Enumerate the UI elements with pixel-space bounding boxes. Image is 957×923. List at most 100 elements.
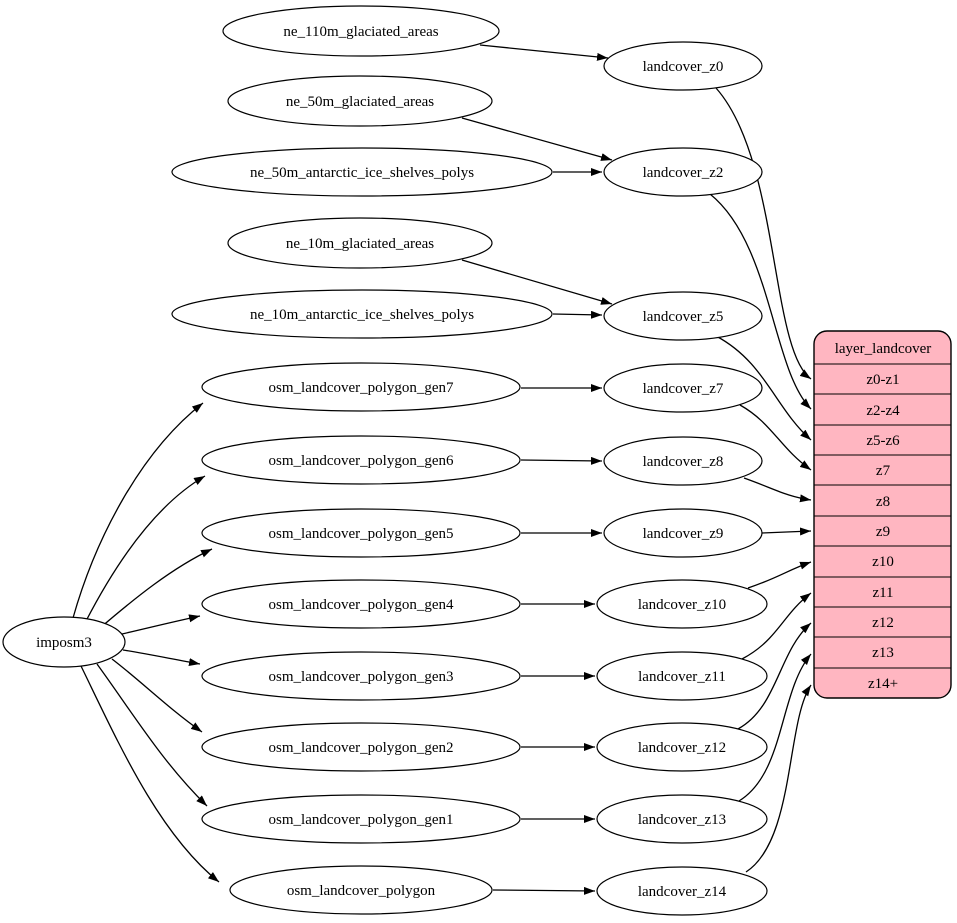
edge-landcover_z11-to-row-z11 [741, 592, 812, 660]
node-shape [201, 508, 521, 558]
node-shape [596, 579, 768, 629]
node-label: landcover_z12 [638, 740, 726, 756]
edge-landcover_z2-to-row-z2-z4 [709, 193, 812, 410]
node-landcover_z9: landcover_z9 [603, 508, 763, 558]
node-shape [171, 147, 553, 197]
edge-imposm3-to-osm_landcover_polygon_gen7 [72, 402, 204, 619]
node-landcover_z5: landcover_z5 [603, 291, 763, 341]
node-osm_landcover_polygon_gen3: osm_landcover_polygon_gen3 [201, 651, 521, 701]
node-label: osm_landcover_polygon_gen2 [269, 740, 454, 756]
node-shape [596, 651, 768, 701]
node-landcover_z2: landcover_z2 [603, 147, 763, 197]
node-landcover_z8: landcover_z8 [603, 436, 763, 486]
node-landcover_z14: landcover_z14 [596, 866, 768, 916]
node-shape [171, 289, 553, 339]
node-label: landcover_z11 [638, 669, 726, 685]
record-row-z10: z10 [872, 554, 894, 570]
node-osm_landcover_polygon_gen1: osm_landcover_polygon_gen1 [201, 794, 521, 844]
node-shape [201, 651, 521, 701]
node-shape [603, 41, 763, 91]
record-row-z2-z4: z2-z4 [866, 403, 900, 419]
node-shape [201, 435, 521, 485]
node-label: osm_landcover_polygon_gen1 [269, 812, 454, 828]
node-label: ne_10m_antarctic_ice_shelves_polys [250, 307, 474, 323]
node-imposm3: imposm3 [2, 616, 126, 668]
node-label: osm_landcover_polygon_gen7 [269, 380, 454, 396]
edge-landcover_z14-to-row-z14plus [745, 684, 812, 873]
node-shape [603, 291, 763, 341]
edge-imposm3-to-osm_landcover_polygon_gen6 [85, 475, 206, 622]
node-label: ne_10m_glaciated_areas [286, 236, 434, 252]
edge-imposm3-to-osm_landcover_polygon [80, 665, 220, 883]
edge-landcover_z0-to-row-z0-z1 [715, 87, 812, 380]
edge-landcover_z10-to-row-z10 [747, 561, 812, 589]
edge-landcover_z8-to-row-z8 [743, 477, 812, 503]
edge-imposm3-to-osm_landcover_polygon_gen5 [99, 548, 213, 629]
edge-osm_landcover_polygon_gen6-to-landcover_z8 [520, 456, 603, 465]
edge-osm_landcover_polygon-to-landcover_z14 [492, 886, 596, 895]
edge-ne_10m_glaciated_areas-to-landcover_z5 [461, 259, 613, 305]
node-shape [229, 865, 493, 915]
node-ne_50m_antarctic_ice_shelves_polys: ne_50m_antarctic_ice_shelves_polys [171, 147, 553, 197]
node-ne_50m_glaciated_areas: ne_50m_glaciated_areas [227, 75, 493, 127]
node-landcover_z12: landcover_z12 [596, 722, 768, 772]
node-label: osm_landcover_polygon [287, 883, 436, 899]
edge-layer [72, 44, 812, 895]
node-shape [603, 147, 763, 197]
node-shape [201, 722, 521, 772]
node-shape [596, 722, 768, 772]
record-row-z13: z13 [872, 645, 894, 661]
edge-landcover_z13-to-row-z13 [738, 653, 812, 802]
edge-landcover_z5-to-row-z5-z6 [715, 335, 812, 441]
node-label: ne_50m_glaciated_areas [286, 94, 434, 110]
edge-ne_110m_glaciated_areas-to-landcover_z0 [479, 44, 609, 61]
record-row-z9: z9 [876, 524, 890, 540]
node-osm_landcover_polygon: osm_landcover_polygon [229, 865, 493, 915]
node-label: landcover_z9 [643, 526, 724, 542]
node-landcover_z11: landcover_z11 [596, 651, 768, 701]
node-label: landcover_z14 [638, 884, 727, 900]
edge-imposm3-to-osm_landcover_polygon_gen4 [121, 614, 201, 635]
node-label: landcover_z2 [643, 165, 724, 181]
node-osm_landcover_polygon_gen6: osm_landcover_polygon_gen6 [201, 435, 521, 485]
node-osm_landcover_polygon_gen4: osm_landcover_polygon_gen4 [201, 579, 521, 629]
node-shape [603, 363, 763, 413]
node-landcover_z13: landcover_z13 [596, 794, 768, 844]
record-title: layer_landcover [835, 341, 932, 357]
node-label: landcover_z10 [638, 597, 726, 613]
node-osm_landcover_polygon_gen7: osm_landcover_polygon_gen7 [201, 362, 521, 412]
node-shape [603, 508, 763, 558]
record-row-z5-z6: z5-z6 [866, 433, 900, 449]
record-row-z7: z7 [876, 463, 891, 479]
node-label: ne_110m_glaciated_areas [283, 24, 438, 40]
edge-landcover_z9-to-row-z9 [761, 527, 812, 536]
node-shape [227, 217, 493, 269]
node-landcover_z0: landcover_z0 [603, 41, 763, 91]
edge-landcover_z7-to-row-z7 [739, 404, 812, 471]
node-osm_landcover_polygon_gen5: osm_landcover_polygon_gen5 [201, 508, 521, 558]
node-landcover_z10: landcover_z10 [596, 579, 768, 629]
node-shape [603, 436, 763, 486]
edge-ne_10m_antarctic_ice_shelves_polys-to-landcover_z5 [552, 310, 603, 319]
node-shape [201, 579, 521, 629]
node-label: imposm3 [36, 635, 92, 651]
node-label: landcover_z0 [643, 59, 724, 75]
node-label: landcover_z13 [638, 812, 726, 828]
record-layer_landcover: layer_landcover z0-z1 z2-z4 z5-z6 z7 z8 … [813, 330, 952, 699]
node-shape [222, 5, 500, 57]
edge-imposm3-to-osm_landcover_polygon_gen2 [111, 658, 203, 733]
node-label: landcover_z7 [643, 381, 724, 397]
node-label: ne_50m_antarctic_ice_shelves_polys [250, 165, 474, 181]
record-row-z8: z8 [876, 494, 890, 510]
record-row-z0-z1: z0-z1 [866, 372, 899, 388]
node-shape [201, 362, 521, 412]
node-osm_landcover_polygon_gen2: osm_landcover_polygon_gen2 [201, 722, 521, 772]
node-label: osm_landcover_polygon_gen4 [269, 597, 454, 613]
node-shape [596, 866, 768, 916]
edge-imposm3-to-osm_landcover_polygon_gen3 [122, 649, 201, 667]
edge-ne_50m_glaciated_areas-to-landcover_z2 [461, 117, 613, 161]
node-label: osm_landcover_polygon_gen5 [269, 526, 454, 542]
node-ne_110m_glaciated_areas: ne_110m_glaciated_areas [222, 5, 500, 57]
